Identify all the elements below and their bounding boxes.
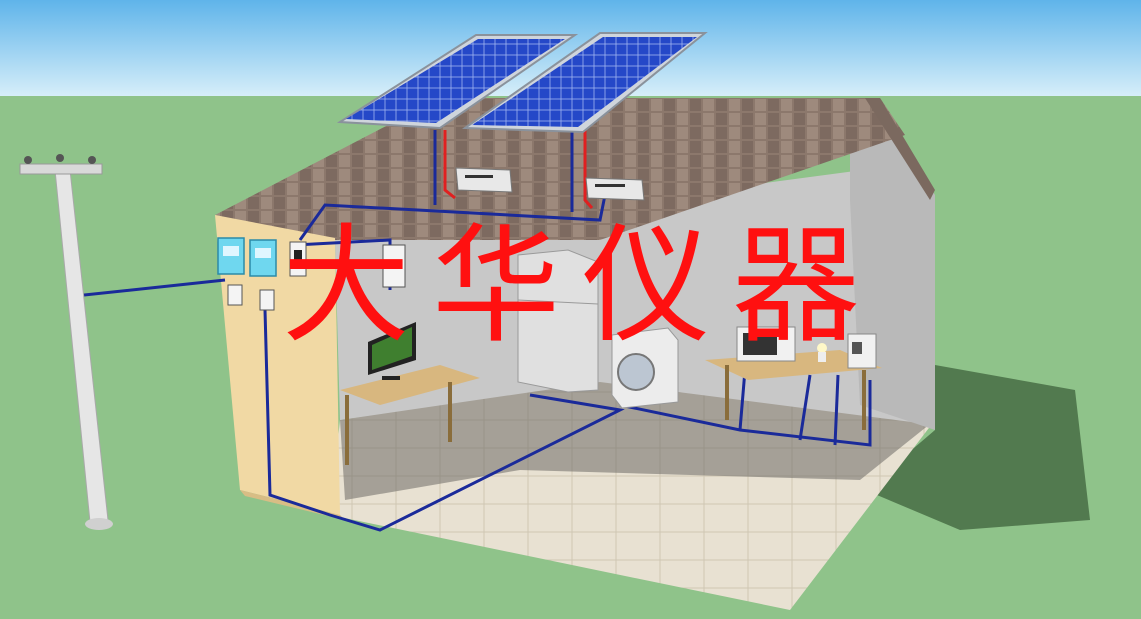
right-wire-3: [798, 374, 812, 441]
grid-meter-right: [249, 239, 277, 277]
right-wire-4: [833, 374, 840, 446]
front-wall: [215, 215, 340, 515]
roof-inverter-left: [455, 167, 513, 193]
right-wire: [619, 380, 872, 447]
tv: [368, 322, 416, 380]
coffee-machine: [847, 333, 877, 369]
wall-inverter: [382, 244, 406, 288]
microwave: [736, 326, 796, 362]
roof-wire: [298, 194, 607, 241]
breaker-right: [259, 289, 275, 311]
grid-meter-left: [217, 237, 245, 275]
roof: [215, 98, 905, 240]
house-shadow: [865, 365, 1090, 530]
solar-panel-right: [461, 32, 708, 134]
washing-machine: [611, 327, 679, 409]
floor-wire: [263, 309, 625, 532]
controller-box: [289, 241, 307, 277]
floor-shadow: [340, 380, 935, 500]
solar-panel-left: [336, 34, 579, 130]
breaker-left: [227, 284, 243, 306]
utility-pole: [19, 154, 113, 530]
roof-inverter-right: [585, 177, 645, 201]
refrigerator: [517, 249, 599, 393]
roof-edge: [865, 98, 935, 200]
right-wire-2: [738, 369, 747, 431]
lamp: [817, 343, 827, 362]
tv-table: [340, 365, 480, 465]
dc-wiring: [443, 130, 594, 209]
